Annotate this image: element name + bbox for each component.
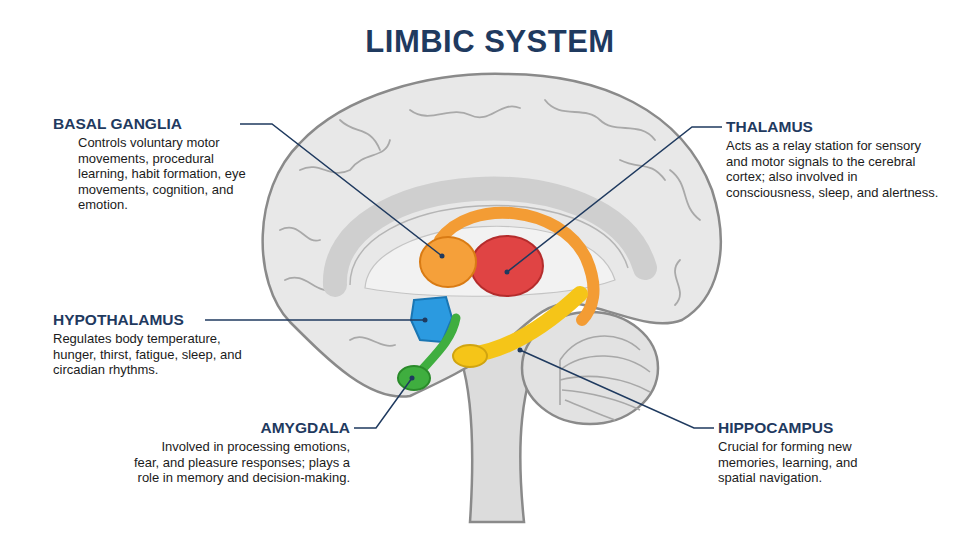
thalamus-shape [471,236,543,296]
gyrus-line [620,160,665,180]
fold-line [559,360,561,405]
fold-line [560,356,650,372]
leader-dot [505,270,510,275]
diagram-title: LIMBIC SYSTEM [0,24,980,60]
structure-name: HIPPOCAMPUS [718,419,938,437]
leader-dot [440,254,445,259]
fold-line [565,400,615,420]
structure-description: Controls voluntary motor movements, proc… [78,135,258,213]
amygdala-shape [398,366,430,390]
structure-description: Crucial for forming new memories, learni… [718,439,896,486]
leader-line [240,124,442,256]
gyrus-line [675,260,680,305]
structure-name: HYPOTHALAMUS [53,311,273,329]
gyrus-line [350,337,395,346]
cerebrum [263,74,721,397]
fold-line [562,390,640,410]
hippocampus-head [453,345,487,367]
gyrus-line [340,120,380,150]
leader-lines [205,124,722,428]
cerebellum-folds [560,336,650,420]
structure-description: Acts as a relay station for sensory and … [726,138,941,200]
structure-name: BASAL GANGLIA [53,115,253,133]
leader-dot [410,376,415,381]
gyrus-line [670,170,700,220]
fold-line [560,376,650,392]
leader-line [205,319,425,321]
amygdala-stem [420,318,456,372]
structure-name: THALAMUS [726,118,946,136]
leader-dot [423,318,428,323]
gyrus-line [280,228,320,241]
leader-dot [518,348,523,353]
leader-dots [410,254,523,381]
leader-line [354,378,412,428]
leader-line [520,350,714,428]
leader-line [507,127,722,272]
gyrus-line [545,100,655,140]
gyri [280,100,700,346]
gyrus-line [410,106,520,117]
structure-description: Regulates body temperature, hunger, thir… [53,331,253,378]
structure-description: Involved in processing emotions, fear, a… [133,439,350,486]
hippocampus-shape [470,294,580,355]
structure-name: AMYGDALA [140,419,350,437]
